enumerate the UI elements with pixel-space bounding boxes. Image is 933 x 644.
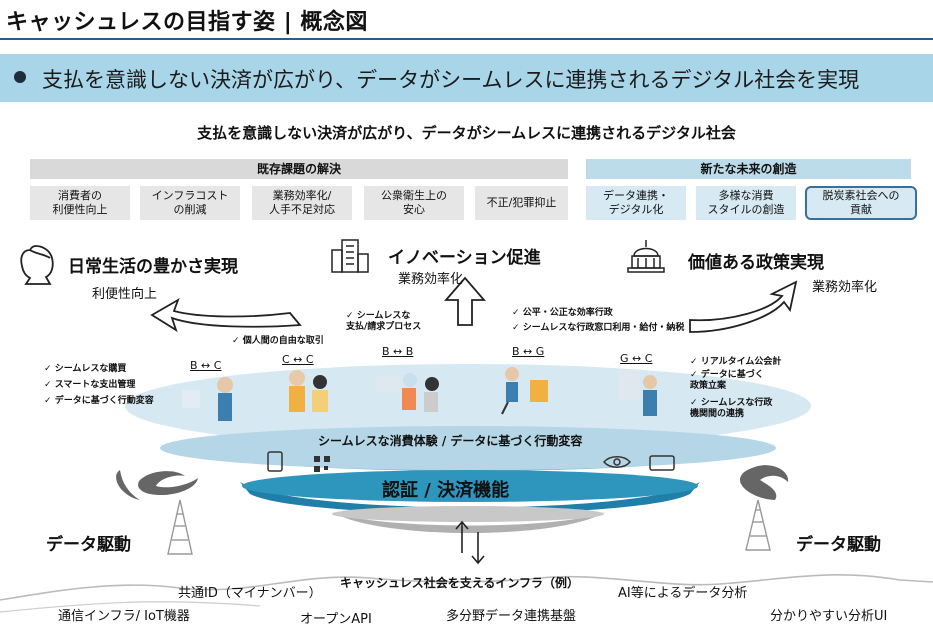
existing-item: 消費者の 利便性向上 [30, 186, 130, 220]
relation-label: B ↔ C [190, 359, 222, 372]
infra-item: オープンAPI [300, 612, 372, 627]
base-disc [332, 512, 605, 533]
auth-disc [240, 482, 700, 514]
relation-label: C ↔ C [282, 353, 314, 366]
existing-header: 既存課題の解決 [30, 159, 568, 179]
arrow-left [150, 297, 302, 333]
bc-scene [182, 377, 233, 421]
title-rule [0, 38, 933, 40]
check-item: データに基づく行動変容 [44, 393, 154, 406]
check-item: 個人間の自由な取引 [232, 333, 324, 346]
infra-item: 分かりやすい分析UI [770, 609, 888, 624]
pillar-policy-title: 価値ある政策実現 [688, 253, 824, 273]
pillar-life-sub: 利便性向上 [92, 287, 158, 302]
data-driven-right: データ駆動 [796, 535, 881, 555]
capitol-icon [627, 240, 665, 273]
future-header: 新たな未来の創造 [586, 159, 911, 179]
infra-item: 通信インフラ/ IoT機器 [58, 609, 190, 624]
existing-item: 公衆衛生上の 安心 [364, 186, 464, 220]
ground-line [0, 574, 933, 601]
pillar-policy-sub: 業務効率化 [812, 280, 878, 295]
cc-scene [289, 370, 328, 412]
future-item: データ連携・ デジタル化 [586, 186, 686, 220]
bb-scene [376, 373, 439, 412]
data-driven-left: データ駆動 [46, 535, 131, 555]
card-icon [649, 455, 675, 471]
swirl-right-icon [740, 465, 789, 500]
tablet-icon [267, 451, 283, 472]
building-icon [331, 239, 369, 273]
infra-item: 多分野データ連携基盤 [446, 609, 577, 624]
infra-item: 共通ID（マイナンバー） [178, 586, 322, 601]
existing-item: インフラコスト の削減 [140, 186, 240, 220]
bg-scene [501, 367, 548, 415]
pillar-innovation-title: イノベーション促進 [388, 248, 541, 268]
check-item: スマートな支出管理 [44, 377, 136, 390]
swirl-left-icon [116, 470, 198, 500]
relation-label: B ↔ B [382, 345, 414, 358]
page-title: キャッシュレスの目指す姿 | 概念図 [6, 10, 368, 35]
eye-icon [603, 456, 631, 468]
existing-item: 業務効率化/ 人手不足対応 [252, 186, 352, 220]
diagram-headline: 支払を意識しない決済が広がり、データがシームレスに連携されるデジタル社会 [197, 124, 736, 142]
relation-label: B ↔ G [512, 345, 545, 358]
gc-scene [618, 370, 657, 416]
person-icon [20, 245, 54, 285]
banner: 支払を意識しない決済が広がり、データがシームレスに連携されるデジタル社会を実現 [0, 54, 933, 102]
check-item: 公平・公正な効率行政 [512, 305, 613, 318]
experience-layer-label: シームレスな消費体験 / データに基づく行動変容 [318, 434, 583, 448]
bullet-icon [14, 71, 26, 83]
check-item: シームレスな 支払/請求プロセス [346, 311, 421, 334]
check-item: シームレスな行政窓口利用・給付・納税 [512, 320, 685, 333]
existing-item: 不正/犯罪抑止 [475, 186, 568, 220]
check-item: リアルタイム公会計 [690, 354, 782, 367]
future-item: 多様な消費 スタイルの創造 [696, 186, 796, 220]
qr-icon [314, 456, 330, 472]
tower-right-icon [745, 499, 771, 551]
banner-text: 支払を意識しない決済が広がり、データがシームレスに連携されるデジタル社会を実現 [42, 68, 860, 92]
check-item: シームレスな行政 機関間の連携 [690, 398, 772, 421]
relation-label: G ↔ C [620, 352, 653, 365]
pillar-innovation-sub: 業務効率化 [398, 272, 464, 287]
check-item: データに基づく 政策立案 [690, 370, 764, 393]
pillar-life-title: 日常生活の豊かさ実現 [68, 257, 238, 277]
infra-item: AI等によるデータ分析 [618, 586, 748, 601]
auth-layer-label: 認証 / 決済機能 [382, 480, 510, 501]
future-item-highlight: 脱炭素社会への 貢献 [805, 186, 917, 220]
updown-arrows-icon [455, 520, 485, 565]
check-item: シームレスな購買 [44, 361, 127, 374]
arrow-right [689, 280, 798, 333]
tower-left-icon [167, 499, 193, 555]
infra-caption: キャッシュレス社会を支えるインフラ（例） [340, 576, 580, 590]
arrow-up [444, 276, 486, 326]
